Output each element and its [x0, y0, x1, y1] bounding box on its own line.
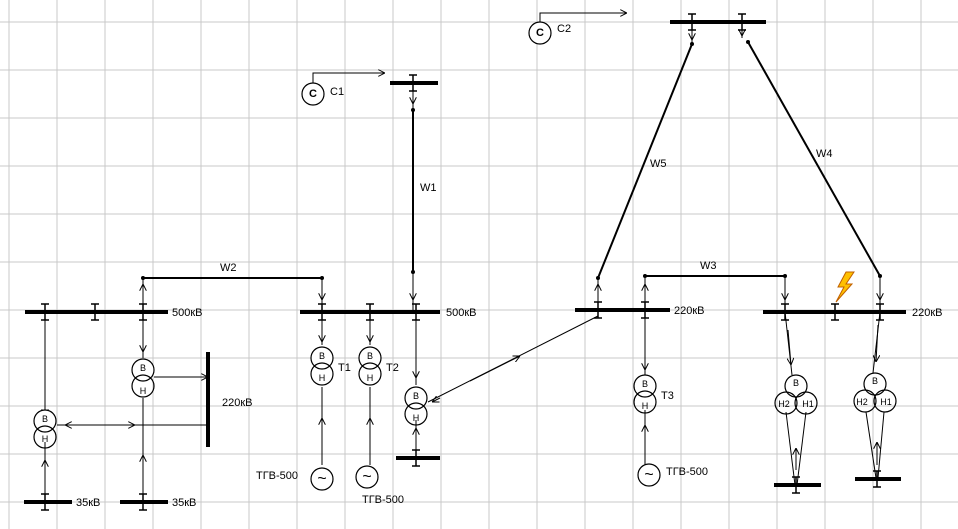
lightning-bolt-icon[interactable] — [835, 271, 855, 303]
transformer-t1-label: Т1 — [338, 362, 351, 374]
generator-g1[interactable]: ~ ТГВ-500 — [256, 467, 334, 491]
line-w4-label: W4 — [816, 148, 833, 160]
transformer-left-hv: В — [42, 414, 48, 424]
bus-220-right-label: 220кВ — [912, 307, 943, 319]
transformer-3w-right-lv2: Н2 — [856, 397, 868, 407]
line-w5 — [597, 43, 693, 279]
generator-g1-label: ТГВ-500 — [256, 470, 298, 482]
transformer-t1[interactable]: В Н — [310, 346, 334, 386]
c1-feeder — [312, 73, 385, 84]
line-w1-label: W1 — [420, 182, 437, 194]
transformer-t3-hv: В — [642, 379, 648, 389]
transformer-t2-hv: В — [367, 351, 373, 361]
bus-500-left-label: 500кВ — [172, 307, 203, 319]
transformer-mid-hv: В — [413, 391, 419, 401]
line-labels: W1 W2 W3 W4 W5 — [220, 148, 833, 274]
connection-lines — [45, 13, 885, 502]
bus-220-left-label: 220кВ — [222, 397, 253, 409]
transformer-center-left[interactable]: В Н — [131, 358, 155, 398]
transformer-center-left-lv: Н — [140, 386, 147, 396]
generator-g3[interactable]: ~ ТГВ-500 — [637, 463, 708, 487]
generator-g1-symbol: ~ — [317, 471, 326, 488]
transformer-3w-mid-lv1: Н1 — [802, 399, 814, 409]
bus-220-mid-label: 220кВ — [674, 305, 705, 317]
transformer-t3-label: Т3 — [661, 390, 674, 402]
transformer-3w-mid[interactable]: В Н2 Н1 — [774, 374, 818, 415]
bus-35-2-label: 35кВ — [172, 497, 196, 509]
transformer-mid-lv: Н — [413, 413, 420, 423]
transformer-t2-lv: Н — [367, 373, 374, 383]
line-endpoints — [141, 40, 882, 280]
transformer-3w-right[interactable]: В Н2 Н1 — [853, 372, 897, 413]
breakers — [41, 13, 884, 511]
bus-35-1-label: 35кВ — [76, 497, 100, 509]
transformer-t1-lv: Н — [319, 373, 326, 383]
source-c2[interactable]: C C2 — [528, 21, 571, 45]
source-c2-label: C2 — [557, 23, 571, 35]
transformer-t2-label: Т2 — [386, 362, 399, 374]
line-w5-label: W5 — [650, 158, 667, 170]
source-c2-symbol: C — [536, 27, 544, 39]
source-c1-symbol: C — [309, 88, 317, 100]
generator-g3-symbol: ~ — [644, 467, 653, 484]
line-w2-label: W2 — [220, 262, 237, 274]
source-c1[interactable]: C C1 — [301, 82, 344, 106]
transformer-3w-right-hv: В — [872, 376, 878, 386]
transformer-left-lv: Н — [42, 434, 49, 444]
source-c1-label: C1 — [330, 86, 344, 98]
bus-labels: 500кВ 500кВ 220кВ 220кВ 220кВ 35кВ 35кВ — [76, 305, 943, 509]
generator-g3-label: ТГВ-500 — [666, 466, 708, 478]
c2-feeder — [539, 13, 627, 23]
transformer-3w-right-lv1: Н1 — [880, 397, 892, 407]
transformer-t3-lv: Н — [642, 401, 649, 411]
transformer-t2[interactable]: В Н — [358, 346, 382, 386]
transmission-lines — [143, 41, 881, 279]
transformer-3w-mid-lv2: Н2 — [778, 399, 790, 409]
transformer-3w-mid-hv: В — [793, 378, 799, 388]
generator-g2-symbol: ~ — [362, 469, 371, 486]
line-w4 — [747, 41, 881, 277]
generator-g2[interactable]: ~ ТГВ-500 — [355, 465, 404, 506]
transformer-t1-hv: В — [319, 351, 325, 361]
bus-500-mid-label: 500кВ — [446, 307, 477, 319]
transformer-left[interactable]: В Н — [33, 409, 57, 449]
transformer-t3[interactable]: В Н — [633, 374, 657, 414]
line-w3-label: W3 — [700, 260, 717, 272]
transformer-center-left-hv: В — [140, 363, 146, 373]
transformer-mid[interactable]: В Н — [404, 386, 428, 426]
generator-g2-label: ТГВ-500 — [362, 494, 404, 506]
